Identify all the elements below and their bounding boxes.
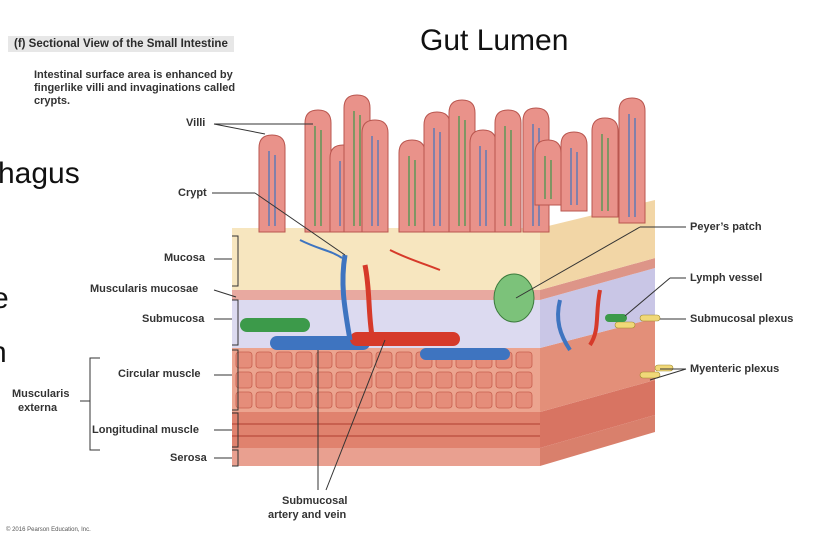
cropped-text-hagus: hagus — [0, 157, 80, 190]
muscle-cell — [295, 371, 313, 389]
muscularis-mucosae-layer — [232, 258, 655, 300]
villus — [304, 109, 332, 233]
lymph-vessel-segment — [240, 318, 310, 332]
peyers-patch — [493, 273, 535, 323]
label-submucosa: Submucosa — [142, 313, 205, 325]
muscle-cell — [395, 391, 413, 409]
villus — [448, 99, 476, 233]
muscle-cell — [255, 351, 273, 369]
submucosal-vein — [270, 336, 370, 350]
villus — [469, 129, 497, 233]
label-villi: Villi — [186, 117, 206, 129]
label-submucosal-plexus: Submucosal plexus — [690, 313, 794, 325]
muscle-cell — [275, 351, 293, 369]
figure-intro: Intestinal surface area is enhanced by f… — [34, 69, 236, 107]
muscle-cells — [235, 351, 533, 409]
longitudinal-muscle-layer — [232, 380, 655, 448]
label-myenteric-plexus: Myenteric plexus — [690, 363, 780, 375]
figure-caption: (f) Sectional View of the Small Intestin… — [8, 36, 234, 52]
muscle-cell — [395, 371, 413, 389]
villi — [258, 94, 646, 233]
vein-segment — [420, 348, 510, 360]
muscle-cell — [335, 371, 353, 389]
muscle-cell — [515, 391, 533, 409]
cropped-text-e: e — [0, 282, 9, 315]
label-circular-muscle: Circular muscle — [118, 368, 201, 380]
label-peyers-patch: Peyer’s patch — [690, 221, 762, 233]
label-muscularis-mucosae: Muscularis mucosae — [90, 283, 199, 295]
muscle-cell — [455, 391, 473, 409]
muscle-cell — [315, 351, 333, 369]
blood-vessels — [240, 239, 602, 360]
muscle-cell — [375, 351, 393, 369]
label-submucosal-2: artery and vein — [268, 509, 347, 521]
muscle-cell — [295, 391, 313, 409]
muscle-cell — [495, 371, 513, 389]
artery-branch — [362, 264, 375, 337]
serosa-layer — [232, 415, 655, 466]
muscle-cell — [475, 391, 493, 409]
muscle-cell — [335, 391, 353, 409]
villus — [591, 117, 619, 218]
vein-branch — [340, 254, 353, 341]
muscle-cell — [395, 351, 413, 369]
label-lymph-vessel: Lymph vessel — [690, 272, 763, 284]
villus — [398, 139, 426, 233]
label-muscularis-externa-1: Muscularis — [12, 388, 70, 400]
muscle-cell — [255, 371, 273, 389]
villus — [494, 109, 522, 233]
muscle-cell — [235, 371, 253, 389]
gut-lumen-title: Gut Lumen — [420, 24, 569, 57]
leader-lines — [80, 123, 687, 491]
muscle-cell — [315, 371, 333, 389]
cropped-text-n: n — [0, 336, 7, 370]
muscle-cell — [335, 351, 353, 369]
muscle-cell — [495, 391, 513, 409]
muscle-cell — [415, 391, 433, 409]
muscle-cell — [375, 371, 393, 389]
villus — [560, 131, 588, 212]
muscle-cell — [515, 351, 533, 369]
label-crypt: Crypt — [178, 187, 207, 199]
label-mucosa: Mucosa — [164, 252, 205, 264]
villus — [423, 111, 451, 233]
muscle-cell — [515, 371, 533, 389]
muscle-cell — [255, 391, 273, 409]
villus — [534, 139, 562, 206]
villus — [618, 97, 646, 224]
muscle-cell — [355, 351, 373, 369]
label-serosa: Serosa — [170, 452, 207, 464]
muscle-cell — [315, 391, 333, 409]
label-muscularis-externa-2: externa — [18, 402, 58, 414]
muscle-cell — [415, 371, 433, 389]
label-longitudinal-muscle: Longitudinal muscle — [92, 424, 199, 436]
submucosal-artery — [350, 332, 460, 346]
label-submucosal-1: Submucosal — [282, 495, 348, 507]
muscle-cell — [275, 371, 293, 389]
muscle-cell — [375, 391, 393, 409]
muscle-cell — [475, 371, 493, 389]
muscle-cell — [435, 391, 453, 409]
muscle-cell — [275, 391, 293, 409]
villus — [258, 134, 286, 233]
copyright-notice: © 2016 Pearson Education, Inc. — [6, 527, 91, 533]
muscle-cell — [435, 371, 453, 389]
muscle-cell — [235, 351, 253, 369]
muscle-cell — [235, 391, 253, 409]
villus — [361, 119, 389, 233]
muscle-cell — [455, 371, 473, 389]
muscle-cell — [295, 351, 313, 369]
